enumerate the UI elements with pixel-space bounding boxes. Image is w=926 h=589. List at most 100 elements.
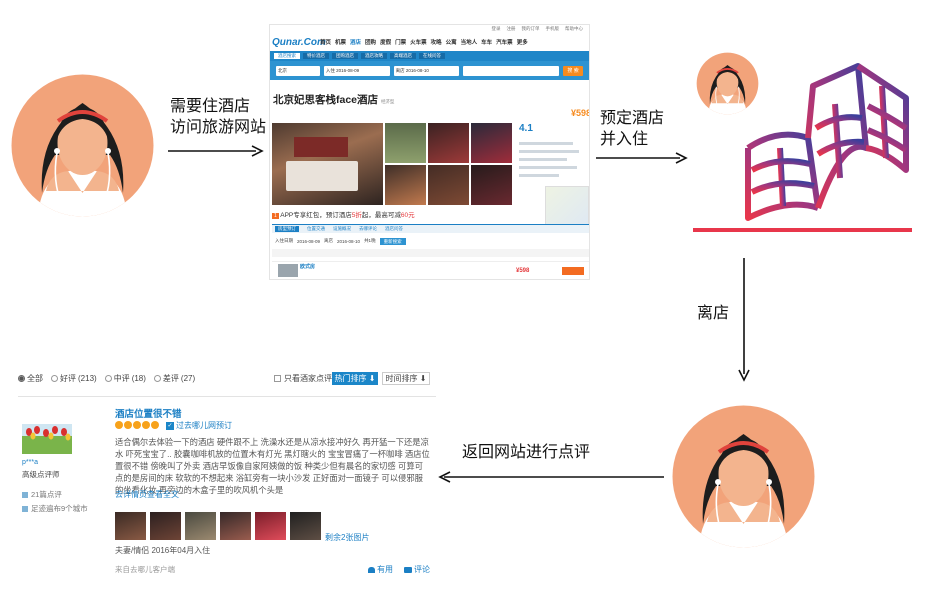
- owner-only-checkbox[interactable]: 只看酒家点评: [274, 373, 332, 384]
- view-full-review-link[interactable]: 去详情页查看全文: [115, 490, 179, 499]
- checkout-date-value[interactable]: 2016-08-10: [337, 238, 361, 244]
- step-label-line: 需要住酒店: [170, 98, 251, 115]
- subnav-item[interactable]: 酒店搜索: [274, 53, 300, 59]
- hotel-photo-gallery[interactable]: [272, 123, 512, 205]
- nav-item[interactable]: 门票: [395, 40, 407, 46]
- hotel-building-icon: [693, 63, 912, 232]
- review-rating-stars: [115, 421, 159, 429]
- review-photo[interactable]: [115, 512, 146, 540]
- nav-item[interactable]: 首页: [320, 40, 332, 46]
- filter-count: (27): [180, 373, 196, 383]
- checkout-field[interactable]: 离店 2016-08-10: [393, 65, 460, 76]
- hotel-side-panel: ¥598 4.1: [513, 108, 589, 228]
- sort-time-button[interactable]: 时间排序 ⬇: [382, 372, 430, 385]
- subnav-item[interactable]: 团购酒店: [332, 53, 358, 59]
- radio-icon: [51, 374, 58, 382]
- nav-item[interactable]: 汽车票: [496, 40, 513, 46]
- filter-positive[interactable]: 好评 (213): [51, 373, 97, 384]
- subnav-item[interactable]: 酒店攻略: [361, 53, 387, 59]
- checkout-date-label: 离店: [324, 238, 334, 243]
- nav-item[interactable]: 攻略: [430, 40, 442, 46]
- subnav-item[interactable]: 在线问答: [419, 53, 445, 59]
- nav-item[interactable]: 车车: [481, 40, 493, 46]
- nav-item[interactable]: 火车票: [410, 40, 427, 46]
- booked-via-text: 过去哪儿网预订: [176, 421, 232, 430]
- comment-icon: [404, 566, 412, 573]
- step-label-line: 预定酒店: [600, 110, 665, 127]
- research-button[interactable]: 重新搜索: [379, 237, 406, 245]
- review-photo[interactable]: [150, 512, 181, 540]
- review-photo[interactable]: [220, 512, 251, 540]
- tab-facilities[interactable]: 设施概况: [333, 226, 351, 231]
- step-label-checkout: 离店: [697, 305, 730, 322]
- radio-icon: [153, 374, 161, 382]
- tab-booking[interactable]: 房型预订: [275, 226, 299, 232]
- tab-location[interactable]: 位置交通: [307, 226, 325, 231]
- review-title[interactable]: 酒店位置很不错: [115, 409, 182, 420]
- traveler-avatar-start: [10, 73, 155, 218]
- hotel-main-photo[interactable]: [272, 123, 383, 205]
- room-photo[interactable]: [278, 264, 298, 277]
- hotel-thumb[interactable]: [471, 165, 512, 205]
- footprint-icon: [22, 505, 28, 512]
- nav-item[interactable]: 度假: [380, 40, 392, 46]
- hotel-map[interactable]: [545, 186, 589, 226]
- qunar-hotel-page-screenshot: 登录注册我的订单手机版帮助中心 Qunar.Com 首页 机票 酒店 团购 度假…: [269, 24, 590, 280]
- reviewer-name[interactable]: p***a: [22, 459, 38, 466]
- star-icon: [115, 421, 123, 429]
- city-field[interactable]: 北京: [276, 65, 320, 76]
- person-icon: [696, 52, 759, 115]
- comment-button[interactable]: 评论: [404, 564, 430, 575]
- promo-text-suffix: 起，最高可减: [361, 212, 401, 219]
- qunar-search-bar: 北京 入住 2016-08-09 离店 2016-08-10 搜 索: [270, 61, 589, 80]
- nav-item[interactable]: 当地人: [460, 40, 478, 46]
- book-button[interactable]: [562, 267, 584, 275]
- hotel-thumb[interactable]: [428, 123, 469, 163]
- useful-button[interactable]: 有用: [368, 564, 393, 575]
- user-avatar-tulips[interactable]: [22, 424, 72, 454]
- sort-hot-button[interactable]: 热门排序 ⬇: [332, 372, 378, 385]
- person-icon: [11, 74, 154, 217]
- hotel-thumb[interactable]: [428, 165, 469, 205]
- qunar-main-nav: 首页 机票 酒店 团购 度假 门票 火车票 攻略 公寓 当地人 车车 汽车票 更…: [320, 38, 528, 46]
- review-photo[interactable]: [290, 512, 321, 540]
- filter-all[interactable]: 全部: [18, 373, 43, 384]
- filter-label: 全部: [27, 373, 43, 383]
- subnav-item[interactable]: 特价酒店: [303, 53, 329, 59]
- search-button[interactable]: 搜 索: [563, 65, 583, 76]
- nav-item[interactable]: 更多: [516, 40, 528, 46]
- review-photo[interactable]: [255, 512, 286, 540]
- star-icon: [124, 421, 132, 429]
- star-icon: [151, 421, 159, 429]
- app-promo-banner: 1 APP专享红包，预订酒店5折起，最高可减60元: [272, 209, 572, 221]
- hotel-thumb[interactable]: [471, 123, 512, 163]
- review-filter-bar: 全部 好评 (213) 中评 (18) 差评 (27): [18, 368, 436, 388]
- hotel-thumb[interactable]: [385, 123, 426, 163]
- review-photo[interactable]: [185, 512, 216, 540]
- checkin-field[interactable]: 入住 2016-08-09: [323, 65, 390, 76]
- checkout-date: 2016-08-10: [405, 67, 429, 73]
- tab-qa[interactable]: 酒店问答: [385, 226, 403, 231]
- nav-item-hotel[interactable]: 酒店: [350, 40, 362, 46]
- tulip-icon: [26, 426, 71, 441]
- filter-negative[interactable]: 差评 (27): [153, 373, 196, 384]
- nav-item[interactable]: 机票: [335, 40, 347, 46]
- traveler-avatar-hotel: [696, 52, 759, 115]
- remaining-photos-link[interactable]: 剩余2张图片: [325, 533, 370, 542]
- nav-item[interactable]: 公寓: [445, 40, 457, 46]
- filter-neutral[interactable]: 中评 (18): [104, 373, 146, 384]
- checkin-date-value[interactable]: 2016-08-09: [297, 238, 321, 244]
- hotel-detail-tabs: 房型预订 位置交通 设施概况 去哪评论 酒店问答: [272, 224, 589, 233]
- hotel-thumb[interactable]: [385, 165, 426, 205]
- subnav-item[interactable]: 高端酒店: [390, 53, 416, 59]
- filter-count: (213): [78, 373, 97, 383]
- traveler-avatar-review: [671, 404, 816, 549]
- checkbox-icon: [274, 375, 281, 382]
- hotel-price: ¥598: [571, 108, 590, 118]
- step-label-visit: 需要住酒店 访问旅游网站: [170, 96, 266, 138]
- nav-item[interactable]: 团购: [365, 40, 377, 46]
- room-name[interactable]: 欧式房: [300, 264, 316, 270]
- checkin-label: 入住: [325, 67, 335, 73]
- keyword-field[interactable]: [463, 65, 560, 76]
- tab-reviews[interactable]: 去哪评论: [359, 226, 377, 231]
